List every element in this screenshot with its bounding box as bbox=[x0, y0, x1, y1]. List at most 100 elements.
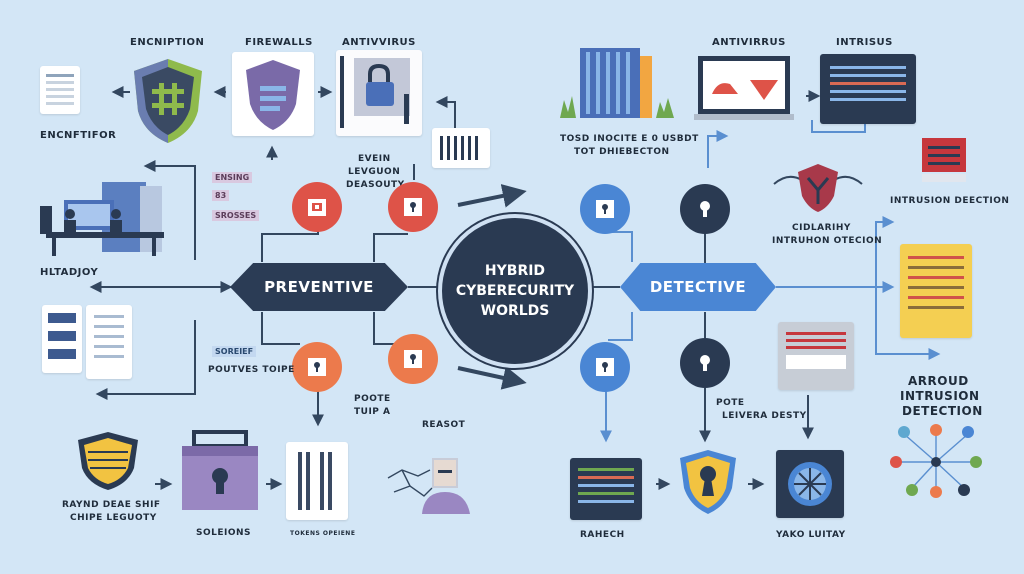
label-encryption-left: ENCNFTIFOR bbox=[40, 130, 117, 141]
lock-icon bbox=[308, 199, 326, 216]
keyhole-icon bbox=[404, 350, 422, 368]
label-antivirus-right: ANTIVIRRUS bbox=[712, 37, 786, 48]
yellow-shield-icon bbox=[78, 432, 138, 490]
wire-det-blue-top bbox=[608, 231, 633, 262]
label-tosd-2: TOT DHIEBECTON bbox=[574, 147, 670, 157]
intrusion-monitor-icon bbox=[820, 54, 916, 124]
server-rack-icon bbox=[286, 442, 348, 520]
label-yako: YAKO LUITAY bbox=[776, 530, 846, 540]
keyhole-icon bbox=[700, 201, 710, 217]
wire-prev-node2 bbox=[373, 233, 408, 262]
alert-printer-icon bbox=[778, 322, 854, 390]
detective-node-2[interactable] bbox=[680, 184, 730, 234]
label-raynd-1: RAYND DEAE SHIF bbox=[62, 500, 161, 510]
keyhole-icon bbox=[596, 358, 614, 376]
keyhole-icon bbox=[308, 358, 326, 376]
person-icon bbox=[422, 458, 470, 514]
padlock-icon bbox=[354, 58, 410, 124]
tag-soreief: SOREIEF bbox=[212, 346, 257, 357]
label-firewalls: FIREWALLS bbox=[245, 37, 313, 48]
label-evein: EVEIN bbox=[358, 154, 391, 164]
label-arroud-1: ARROUD bbox=[908, 374, 969, 388]
detective-node-1[interactable] bbox=[580, 184, 630, 234]
label-encryption-top: ENCNIPTION bbox=[130, 37, 205, 48]
arrow-loop-bottom bbox=[95, 320, 196, 400]
network-icon bbox=[387, 469, 433, 497]
arrow-antivirus-return bbox=[435, 96, 456, 132]
label-tosd-1: TOSD INOCITE E 0 USBDT bbox=[560, 134, 699, 144]
wire-det-blue-bottom bbox=[608, 312, 633, 341]
tag-ensing: ENSING bbox=[212, 172, 253, 183]
label-cidlarihy-2: INTRUHON OTECION bbox=[772, 236, 883, 246]
office-workspace-icon bbox=[40, 182, 164, 256]
vault-icon bbox=[776, 450, 844, 518]
hub-line-3: WORLDS bbox=[480, 303, 550, 319]
firewall-shield-icon bbox=[246, 60, 300, 130]
preventive-panel[interactable]: PREVENTIVE bbox=[230, 263, 408, 311]
label-soleions: SOLEIONS bbox=[196, 528, 252, 538]
firewall-card bbox=[232, 52, 314, 136]
threat-shield-icon bbox=[773, 164, 863, 212]
detective-panel[interactable]: DETECTIVE bbox=[620, 263, 776, 311]
label-cidlarihy-1: CIDLARIHY bbox=[792, 223, 851, 233]
label-rahech: RAHECH bbox=[580, 530, 625, 540]
preventive-node-4[interactable] bbox=[388, 334, 438, 384]
wire-prev-node3 bbox=[261, 312, 300, 345]
label-arroud-3: DETECTION bbox=[902, 404, 983, 418]
tag-srosses: SROSSES bbox=[212, 210, 260, 221]
intrusion-console-icon bbox=[922, 138, 966, 182]
code-chip-icon bbox=[432, 128, 490, 168]
activity-log-icon bbox=[570, 458, 642, 520]
label-tiny-box: TOKENS OPEIENE bbox=[290, 530, 356, 537]
label-levguon: LEVGUON bbox=[348, 167, 401, 177]
log-report-icon bbox=[900, 244, 972, 338]
padlock-briefcase-icon bbox=[182, 430, 258, 510]
hub-line-1: HYBRID bbox=[484, 263, 546, 279]
label-arroud-2: INTRUSION bbox=[900, 389, 980, 403]
label-hltadoy: HLTADJOY bbox=[40, 267, 99, 278]
keyhole-icon bbox=[596, 200, 614, 218]
label-intrusion-detection-right: INTRUSION DEECTION bbox=[890, 196, 1010, 206]
antivirus-card bbox=[336, 50, 422, 136]
label-reasot: REASOT bbox=[422, 420, 466, 430]
label-raynd-2: CHIPE LEGUOTY bbox=[70, 513, 157, 523]
detective-node-4[interactable] bbox=[680, 338, 730, 388]
preventive-node-3[interactable] bbox=[292, 342, 342, 392]
people-network-icon bbox=[890, 424, 982, 498]
arrow-loop-top bbox=[143, 160, 196, 260]
shield-icon bbox=[134, 59, 202, 143]
label-poutves: POUTVES TOIPE bbox=[208, 365, 295, 375]
label-deasouty: DEASOUTY bbox=[346, 180, 405, 190]
server-tower-icon bbox=[560, 48, 674, 118]
detective-node-3[interactable] bbox=[580, 342, 630, 392]
label-poote: POOTE bbox=[354, 394, 391, 404]
server-panel-icon bbox=[42, 305, 82, 373]
detective-title: DETECTIVE bbox=[649, 278, 747, 296]
label-antivirus-left: ANTIVVIRUS bbox=[342, 37, 416, 48]
preventive-node-1[interactable] bbox=[292, 182, 342, 232]
label-tuip: TUIP A bbox=[354, 407, 391, 417]
label-intrisus: INTRISUS bbox=[836, 37, 893, 48]
arrow-hub-up bbox=[457, 184, 527, 208]
document-icon bbox=[40, 66, 80, 114]
keyhole-icon bbox=[700, 355, 710, 371]
label-leivera: LEIVERA DESTY bbox=[722, 411, 807, 421]
hybrid-cybersecurity-hub[interactable]: HYBRID CYBERECURITY WORLDS bbox=[438, 214, 592, 368]
preventive-node-2[interactable] bbox=[388, 182, 438, 232]
arrow-det-up bbox=[707, 130, 729, 168]
wire-prev-node4 bbox=[373, 312, 394, 345]
laptop-icon bbox=[694, 56, 794, 120]
label-pote: POTE bbox=[716, 398, 745, 408]
keyhole-shield-icon bbox=[680, 450, 736, 514]
keyhole-icon bbox=[404, 198, 422, 216]
arrow-det-right-down bbox=[875, 287, 941, 360]
preventive-title: PREVENTIVE bbox=[264, 278, 374, 296]
wire-prev-node1 bbox=[261, 228, 319, 262]
tag-83: 83 bbox=[212, 190, 230, 201]
arrow-hub-down bbox=[457, 366, 527, 390]
checklist-document-icon bbox=[86, 305, 132, 379]
arrow-det-right-up bbox=[875, 216, 895, 287]
hub-line-2: CYBERECURITY bbox=[455, 283, 575, 299]
